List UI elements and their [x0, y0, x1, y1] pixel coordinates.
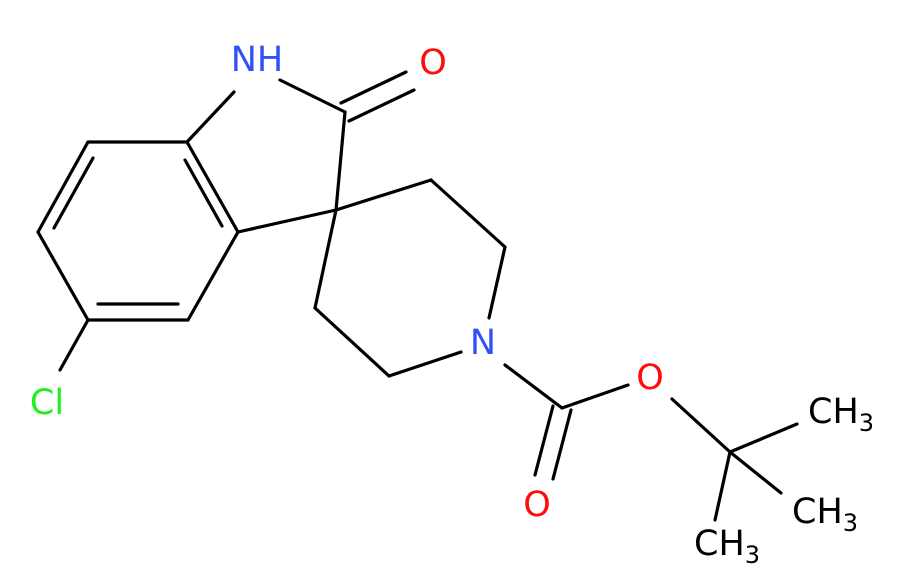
bond [503, 363, 564, 410]
chlorine-label: Cl [30, 383, 64, 423]
bond [36, 230, 90, 322]
bond [278, 78, 347, 114]
bond [36, 140, 90, 234]
chlorine-bond [58, 318, 90, 372]
bond [429, 178, 507, 249]
bond [313, 306, 391, 378]
bond [185, 90, 236, 144]
methyl-text: CH [792, 492, 843, 532]
bond [334, 178, 433, 212]
bond [728, 450, 783, 495]
methyl-text: CH [808, 392, 859, 432]
carbonyl-oxygen-label: O [523, 485, 551, 525]
bond [334, 110, 347, 212]
methyl-subscript: 3 [745, 541, 760, 569]
oxindole-ring [185, 70, 416, 234]
lactam-oxygen-label: O [419, 43, 447, 83]
bond [347, 88, 416, 123]
piperidine-ring [313, 178, 507, 378]
boc-group [503, 363, 799, 522]
bond [551, 408, 573, 481]
ester-oxygen-label: O [636, 358, 664, 398]
bond [387, 350, 463, 378]
bond [236, 208, 338, 234]
bond [339, 70, 408, 105]
bond [533, 404, 555, 477]
methyl-subscript: 3 [843, 509, 858, 537]
nh-label: NH [231, 40, 284, 80]
bond [728, 422, 799, 454]
bond [713, 450, 732, 522]
methyl-subscript: 3 [859, 409, 874, 437]
bond [313, 208, 338, 310]
bond [186, 230, 240, 322]
methyl-label: CH3 [808, 392, 874, 437]
double-bond-inner [183, 158, 224, 228]
bond [487, 245, 507, 320]
bond [560, 383, 630, 410]
double-bond-inner [52, 156, 95, 230]
bond [670, 397, 732, 454]
methyl-text: CH [694, 524, 745, 564]
bond [185, 140, 240, 234]
methyl-label: CH3 [792, 492, 858, 537]
methyl-label: CH3 [694, 524, 760, 569]
benzene-ring [36, 140, 240, 322]
piperidine-nitrogen-label: N [470, 323, 496, 363]
